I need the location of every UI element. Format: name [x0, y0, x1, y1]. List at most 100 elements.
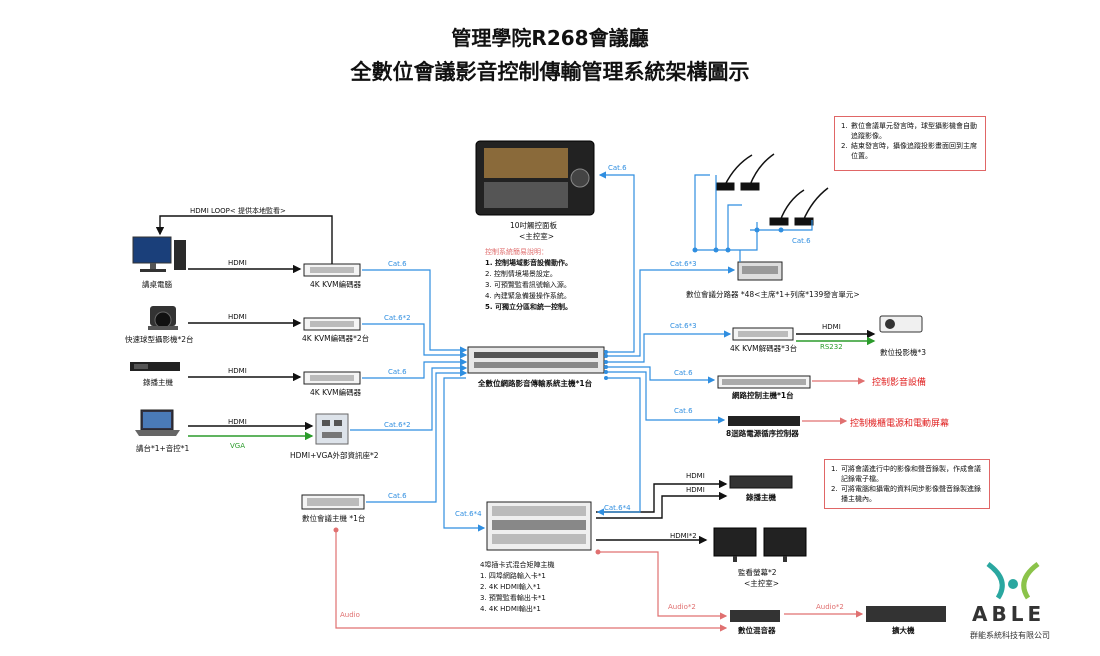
projector-icon [879, 315, 923, 333]
cat6-label-wallplate: Cat.6*2 [384, 421, 411, 429]
ptz-camera-icon [148, 306, 178, 330]
hdmi-lines [155, 215, 876, 545]
decoder-box [732, 327, 794, 341]
encoder-1-label: 4K KVM編碼器 [310, 280, 362, 289]
hdmi-loop-label: HDMI LOOP< 提供本地監看> [190, 207, 286, 215]
wallplate-label: HDMI+VGA外部資訊座*2 [290, 451, 379, 460]
encoder-box-1 [303, 263, 361, 277]
cat6-label-mics: Cat.6 [792, 237, 811, 245]
junction-dots [604, 227, 784, 380]
rs232-label: RS232 [820, 343, 843, 351]
monitor-pair-icon [713, 527, 807, 562]
matrix-label: 4埠插卡式混合矩陣主機 [480, 561, 555, 569]
matrix-item-4: 4. 4K HDMI輸出*1 [480, 605, 541, 613]
amp-label: 擴大機 [892, 626, 915, 635]
green-lines [188, 336, 876, 441]
rec-note-2: 可將電腦和攝電的資料同步影像聲音錄製進錄播主機內。 [841, 485, 981, 503]
ptz-label: 快速球型攝影機*2台 [125, 335, 194, 344]
rec-note-1: 可將會議進行中的影像和聲音錄製，作成會議記錄電子檔。 [841, 465, 981, 483]
control-desc-item-4: 4. 內建緊急備援操作系統。 [485, 292, 571, 300]
matrix-description: 4埠插卡式混合矩陣主機 1. 四埠網路輸入卡*1 2. 4K HDMI輸入*1 … [480, 560, 554, 615]
power-sequencer-box [728, 416, 800, 426]
hdmi-label-rec2: HDMI [686, 486, 705, 494]
power-ctrl-label: 控制機櫃電源和電動屏幕 [850, 419, 950, 429]
cat6-label-netctl: Cat.6 [674, 369, 693, 377]
cat6-label-enc3: Cat.6 [388, 368, 407, 376]
cat6-label-splitter: Cat.6*3 [670, 260, 697, 268]
touchpanel-label: 10吋觸控面板 [510, 221, 558, 230]
audio-label: Audio [340, 611, 360, 619]
hdmi-label-3: HDMI [228, 367, 247, 375]
encoder-2-label: 4K KVM編碼器*2台 [302, 334, 370, 343]
cat6-label-matrix-right: Cat.6*4 [604, 504, 631, 512]
control-desc-item-3: 3. 可預覽監看訊號輸入源。 [485, 281, 571, 289]
able-logo-icon [986, 561, 1040, 600]
control-desc-item-1: 1. 控制場域影音設備動作。 [485, 259, 572, 267]
vga-label: VGA [230, 442, 246, 450]
cat6-lines [350, 171, 813, 532]
mic-note-box: 1.數位會議單元發言時，球型攝影機會自動追蹤影像。 2.結束發言時，攝像追蹤投影… [834, 116, 986, 171]
mic-splitter-box [737, 261, 783, 281]
matrix-item-2: 2. 4K HDMI輸入*1 [480, 583, 541, 591]
projector-label: 數位投影機*3 [880, 348, 927, 357]
recorder2-label: 錄播主機 [746, 493, 776, 502]
audio-dots [333, 527, 601, 555]
encoder-3-label: 4K KVM編碼器 [310, 388, 362, 397]
matrix-item-1: 1. 四埠網路輸入卡*1 [480, 572, 546, 580]
logo-brand: ABLE [972, 602, 1046, 626]
logo-company: 群能系統科技有限公司 [970, 631, 1050, 640]
cat6-label-enc2: Cat.6*2 [384, 314, 411, 322]
mic-splitter-label: 數位會議分路器 *48<主席*1+列席*139發言單元> [686, 290, 860, 299]
monitors-label: 監看螢幕*2 [738, 568, 777, 577]
cat6-label-conf: Cat.6 [388, 492, 407, 500]
mixer-box [730, 610, 780, 622]
touchpanel-sub: <主控室> [519, 232, 555, 241]
conference-main-label: 數位會議主機 *1台 [302, 514, 366, 523]
cat6-label-power: Cat.6 [674, 407, 693, 415]
laptop-icon [135, 409, 180, 436]
net-controller-label: 網路控制主機*1台 [732, 391, 794, 400]
control-desc-item-5: 5. 可獨立分區和統一控制。 [485, 303, 572, 311]
control-desc-item-2: 2. 控制情境場景設定。 [485, 270, 557, 278]
recorder2-box [729, 475, 793, 489]
page-title: 管理學院R268會議廳 [451, 26, 649, 50]
control-desc-heading: 控制系統簡易說明： [485, 248, 548, 256]
cat6-label-enc1: Cat.6 [388, 260, 407, 268]
control-description: 控制系統簡易說明： 1. 控制場域影音設備動作。 2. 控制情境場景設定。 3.… [485, 247, 572, 313]
recorder-label: 錄播主機 [143, 378, 173, 387]
monitors-sub: <主控室> [744, 579, 780, 588]
mic-note-1: 數位會議單元發言時，球型攝影機會自動追蹤影像。 [851, 122, 977, 140]
net-controller-box [717, 375, 811, 389]
cat6-label-touchpanel: Cat.6 [608, 164, 627, 172]
touch-panel-icon [475, 140, 595, 216]
audio2-label-amp: Audio*2 [816, 603, 844, 611]
page-subtitle: 全數位會議影音控制傳輸管理系統架構圖示 [350, 60, 750, 84]
central-host-label: 全數位網路影音傳輸系統主機*1台 [478, 379, 593, 388]
audio2-label-mixer: Audio*2 [668, 603, 696, 611]
mixer-label: 數位混音器 [738, 626, 776, 635]
av-control-label: 控制影音設備 [872, 378, 927, 388]
encoder-box-2 [303, 317, 361, 331]
wallplate-icon [315, 413, 349, 445]
hdmi-label-1: HDMI [228, 259, 247, 267]
audio-lines [335, 377, 866, 632]
cat6-label-decoder: Cat.6*3 [670, 322, 697, 330]
pc-label: 講桌電腦 [142, 280, 172, 289]
encoder-box-3 [303, 371, 361, 385]
pc-monitor-icon [132, 236, 186, 272]
mic-note-2: 結束發言時，攝像追蹤投影畫面回到主席位置。 [851, 142, 977, 160]
hdmi-label-rec1: HDMI [686, 472, 705, 480]
matrix-chassis [486, 501, 592, 551]
laptop-label: 講台*1+音控*1 [136, 444, 190, 453]
power-seq-label: 8迴路電源循序控制器 [726, 429, 799, 438]
microphone-units [715, 153, 829, 226]
matrix-item-3: 3. 預覽監看輸出卡*1 [480, 594, 546, 602]
company-logo: ABLE 群能系統科技有限公司 [968, 560, 1088, 645]
decoder-label: 4K KVM解碼器*3台 [730, 344, 798, 353]
hdmi2-label: HDMI*2 [670, 532, 697, 540]
central-transport-host [467, 346, 605, 374]
hdmi-label-projector: HDMI [822, 323, 841, 331]
amplifier-box [866, 606, 946, 622]
hdmi-label-2: HDMI [228, 313, 247, 321]
